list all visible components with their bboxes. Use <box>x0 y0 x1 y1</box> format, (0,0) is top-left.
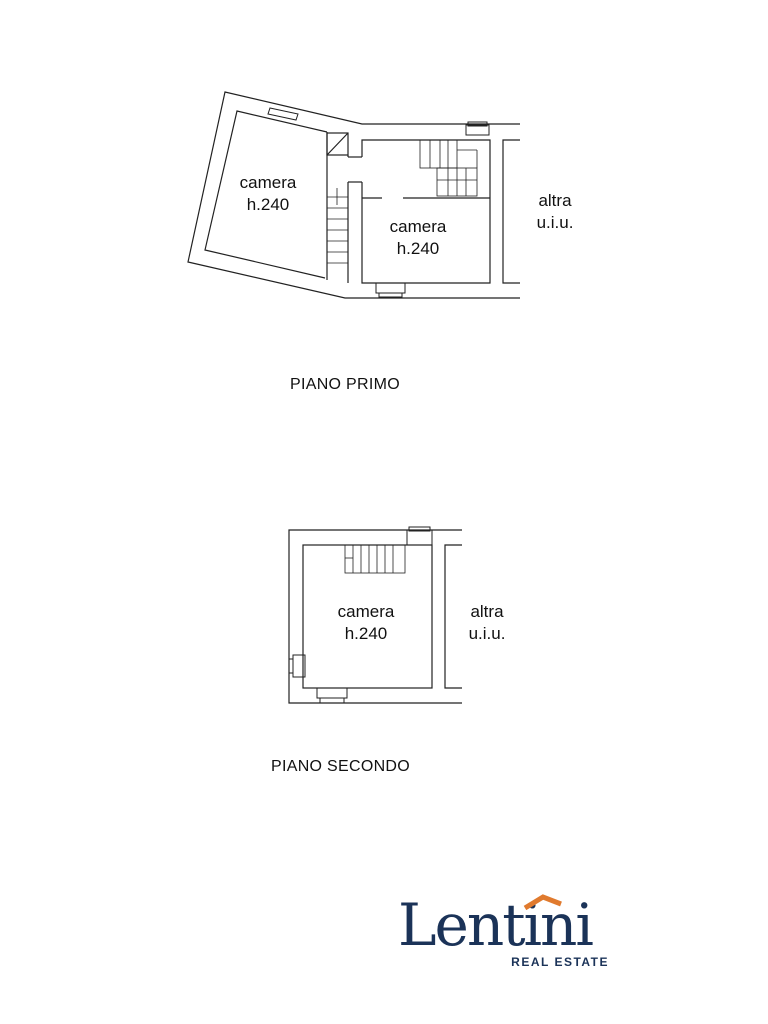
second-floor-title: PIANO SECONDO <box>271 758 411 775</box>
stairs-right <box>419 139 478 197</box>
room-name: camera <box>239 173 297 192</box>
room-height: h.240 <box>344 624 388 643</box>
room-height: h.240 <box>246 195 290 214</box>
room-label-camera-right: camera h.240 <box>378 216 458 260</box>
lentini-logo: Lentini REAL ESTATE <box>398 890 613 970</box>
roof-icon <box>523 894 562 910</box>
room-height: h.240 <box>396 239 440 258</box>
windows <box>288 526 433 704</box>
room-label-camera: camera h.240 <box>326 601 406 645</box>
room-height: u.i.u. <box>536 213 574 232</box>
logo-subtitle: REAL ESTATE <box>511 955 609 969</box>
room-name: altra <box>470 602 504 621</box>
room-height: u.i.u. <box>468 624 506 643</box>
stair-landing <box>326 132 349 156</box>
room-name: altra <box>538 191 572 210</box>
outer-wall <box>288 529 462 704</box>
room-label-altra-uiu: altra u.i.u. <box>520 190 590 234</box>
windows <box>267 107 490 298</box>
outer-wall <box>187 91 520 299</box>
stairs <box>344 544 406 574</box>
first-floor-plan <box>187 91 520 299</box>
room-name: camera <box>389 217 447 236</box>
room-name: camera <box>337 602 395 621</box>
stairs-left <box>327 182 349 280</box>
second-floor-plan <box>288 526 462 704</box>
first-floor-title: PIANO PRIMO <box>290 376 400 393</box>
room-label-camera-left: camera h.240 <box>228 172 308 216</box>
room-label-altra-uiu: altra u.i.u. <box>452 601 522 645</box>
left-room-inner-wall <box>204 110 328 279</box>
